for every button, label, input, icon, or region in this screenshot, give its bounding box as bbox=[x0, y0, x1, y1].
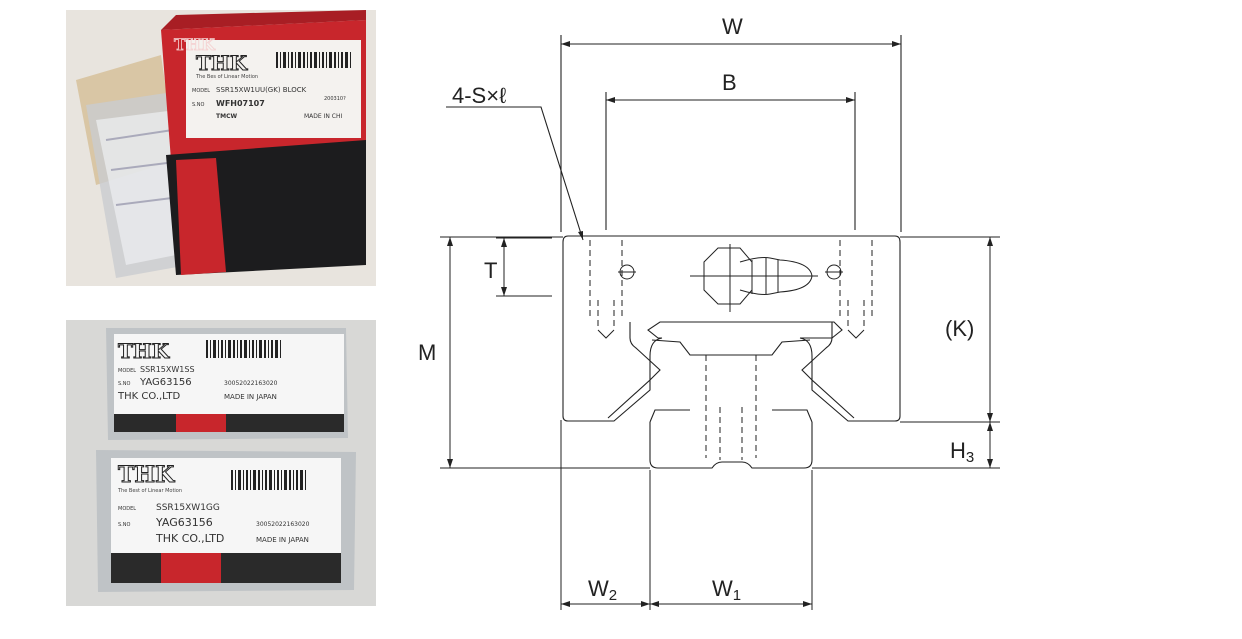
pack2-tagline: The Best of Linear Motion bbox=[117, 488, 182, 494]
pack1-sno-value: YAG63156 bbox=[139, 377, 192, 388]
pack1-brand-logo: THK bbox=[118, 339, 170, 363]
label-w: W bbox=[722, 14, 743, 39]
label-w1-sub: 1 bbox=[733, 587, 741, 604]
label-b: B bbox=[722, 70, 737, 95]
pack2-sno-label: S.NO bbox=[118, 522, 131, 528]
pack1-model-label: MODEL bbox=[118, 368, 136, 374]
pack2-brand-logo: THK bbox=[118, 462, 175, 488]
pack2-model-label: MODEL bbox=[118, 506, 136, 512]
pack1-sno-label: S.NO bbox=[118, 381, 131, 387]
pack1-maker: THK CO.,LTD bbox=[117, 391, 180, 402]
pack1-model-value: SSR15XW1SS bbox=[140, 365, 195, 374]
box-lot-value: TMCW bbox=[216, 113, 237, 120]
label-h3: H3 bbox=[950, 438, 974, 466]
box-brand-logo: THK bbox=[196, 51, 248, 75]
label-h3-main: H bbox=[950, 438, 966, 463]
box-code-value: 200310? bbox=[324, 96, 346, 102]
box-tagline: The Bes of Linear Motion bbox=[195, 74, 258, 80]
label-m: M bbox=[418, 340, 436, 365]
label-w1: W1 bbox=[712, 576, 741, 604]
pack1-code: 30052022163020 bbox=[224, 380, 278, 387]
label-t: T bbox=[484, 258, 497, 283]
label-w2: W2 bbox=[588, 576, 617, 604]
label-h3-sub: 3 bbox=[966, 449, 974, 466]
label-w2-main: W bbox=[588, 576, 609, 601]
pack2-maker: THK CO.,LTD bbox=[155, 532, 224, 545]
label-screw-note: 4-S×ℓ bbox=[452, 83, 507, 108]
box-model-label: MODEL bbox=[192, 88, 210, 94]
box-model-value: SSR15XW1UU(GK) BLOCK bbox=[216, 86, 307, 94]
pack2-made-in: MADE IN JAPAN bbox=[256, 536, 309, 544]
label-k: (K) bbox=[945, 316, 974, 341]
pack2-model-value: SSR15XW1GG bbox=[156, 503, 220, 513]
label-w1-main: W bbox=[712, 576, 733, 601]
pack1-made-in: MADE IN JAPAN bbox=[224, 393, 277, 401]
box-brand-logo-top: THK bbox=[174, 35, 216, 54]
pack2-code: 30052022163020 bbox=[256, 521, 310, 528]
label-w2-sub: 2 bbox=[609, 587, 617, 604]
product-photo-packs: THK MODEL SSR15XW1SS S.NO YAG63156 30052… bbox=[66, 320, 376, 606]
product-photo-boxed: THK THK The Bes of Linear Motion MODEL S… bbox=[66, 10, 376, 286]
box-sno-value: WFH07107 bbox=[216, 99, 265, 108]
box-made-in: MADE IN CHI bbox=[304, 113, 342, 120]
pack2-sno-value: YAG63156 bbox=[155, 516, 213, 529]
box-sno-label: S.NO bbox=[192, 102, 205, 108]
linear-block-dimension-drawing: W B 4-S×ℓ T M (K) H3 W2 W1 bbox=[418, 14, 1000, 610]
